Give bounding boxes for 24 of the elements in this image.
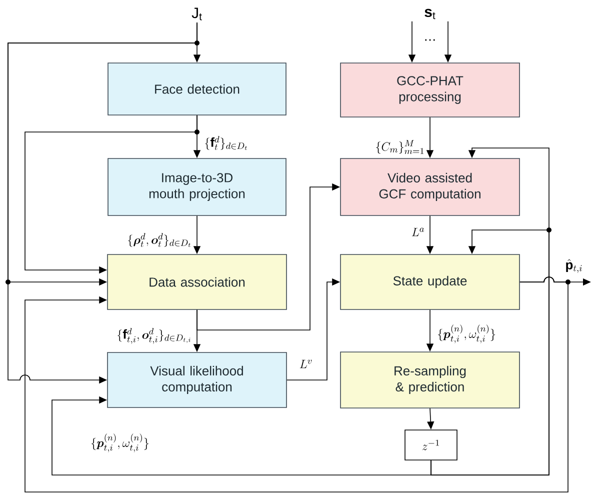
edge-label: $\{\boldsymbol{p}_{t,i}^{(n)},\omega_{t,i}^{(n)}\}$ [90, 432, 150, 454]
process-box: Visual likelihood computation [107, 352, 287, 408]
edge-label: $L^a$ [410, 226, 426, 238]
edge-label: $\{\boldsymbol{p}_{t,i}^{(n)},\omega_{t,i}^{(n)}\}$ [436, 324, 497, 344]
process-box: Image-to-3D mouth projection [108, 158, 286, 216]
process-box: Re-sampling & prediction [340, 352, 520, 408]
arrow [52, 396, 432, 476]
process-box: State update [340, 254, 520, 310]
edge-label: $\{C_m\}_{m=1}^M$ [374, 139, 426, 155]
edge-label: $L^v$ [298, 358, 314, 370]
input-label: $\mathbf{s}_\mathrm{t}$ [424, 8, 436, 20]
edge-label: $\hat{\mathbf{p}}_{t,i}$ [564, 258, 584, 274]
edge-label: $\{\mathbf{f}_{t,i}^d,\boldsymbol{o}_{t,i}^d\}_{d\in D_{t,i}}$ [116, 327, 193, 345]
process-box: GCC-PHAT processing [340, 62, 520, 118]
input-label: $\mathrm{J}_\mathrm{t}$ [192, 8, 202, 20]
process-box: Data association [107, 254, 287, 310]
arrow [24, 276, 568, 492]
arrow [430, 230, 550, 476]
process-box: Video assisted GCF computation [340, 158, 520, 216]
edge-label: $\{\mathbf{f}_t^d\}_{d\in D_t}$ [203, 135, 250, 151]
ellipsis-label: … [425, 39, 435, 41]
delay-box: $z^{-1}$ [404, 430, 458, 460]
edge-label: $\{\boldsymbol{\rho}_t^d,\boldsymbol{o}_t^d\}_{d\in D_t}$ [126, 232, 193, 248]
process-box: Face detection [108, 62, 286, 116]
